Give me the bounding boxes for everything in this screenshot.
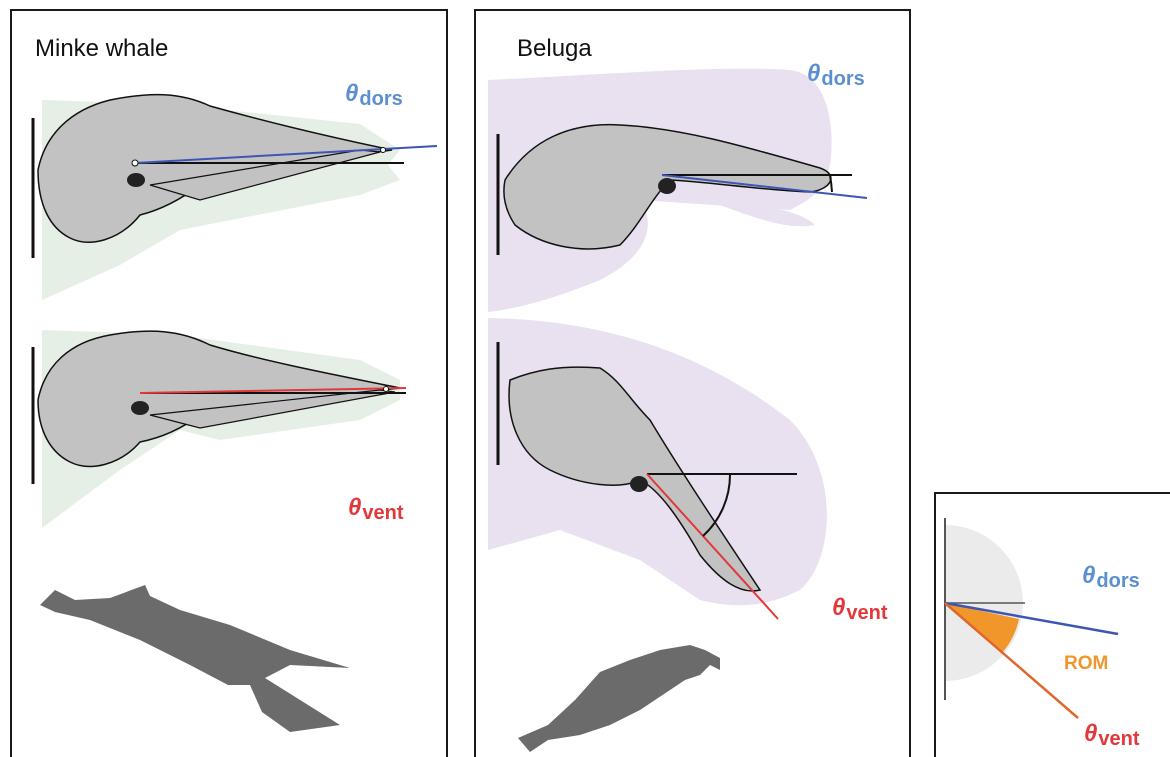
theta-symbol: θ xyxy=(345,80,358,107)
beluga-dorsal-angle-arc xyxy=(830,175,832,192)
minke-theta-dors-label: θdors xyxy=(345,80,403,111)
theta-symbol: θ xyxy=(1084,720,1097,747)
theta-symbol: θ xyxy=(832,594,845,621)
theta-symbol: θ xyxy=(1082,562,1095,589)
minke-panel-title: Minke whale xyxy=(35,35,168,63)
theta-subscript: vent xyxy=(362,502,403,524)
theta-subscript: dors xyxy=(1096,570,1139,592)
theta-symbol: θ xyxy=(807,60,820,87)
beluga-theta-vent-label: θvent xyxy=(832,594,888,625)
minke-dorsal-eye xyxy=(127,173,145,187)
minke-theta-vent-label: θvent xyxy=(348,494,404,525)
legend-theta-vent-label: θvent xyxy=(1084,720,1140,751)
beluga-ventral-eye xyxy=(630,476,648,492)
minke-whale-silhouette xyxy=(40,585,350,732)
legend-theta-dors-label: θdors xyxy=(1082,562,1140,593)
theta-subscript: vent xyxy=(1098,728,1139,750)
minke-ventral-rostrum-tip xyxy=(384,387,389,392)
theta-subscript: vent xyxy=(846,602,887,624)
minke-dorsal-rostrum-tip xyxy=(381,148,386,153)
legend-rom-label: ROM xyxy=(1064,653,1108,675)
beluga-ventral-view xyxy=(488,318,827,619)
minke-dorsal-pivot xyxy=(132,160,138,166)
theta-subscript: dors xyxy=(359,88,402,110)
theta-symbol: θ xyxy=(348,494,361,521)
beluga-dorsal-eye xyxy=(658,178,676,194)
beluga-silhouette xyxy=(518,645,720,752)
beluga-dorsal-view xyxy=(488,69,867,312)
beluga-panel-title: Beluga xyxy=(517,35,592,63)
minke-ventral-eye xyxy=(131,401,149,415)
minke-dorsal-view xyxy=(33,95,437,300)
rom-diagram xyxy=(945,518,1118,718)
theta-subscript: dors xyxy=(821,68,864,90)
beluga-theta-dors-label: θdors xyxy=(807,60,865,91)
